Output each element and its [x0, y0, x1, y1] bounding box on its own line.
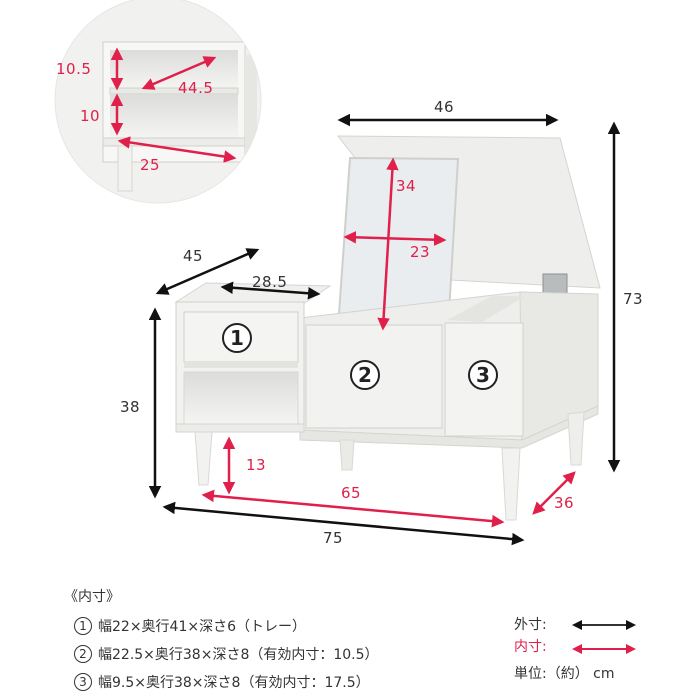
inset-shelf-closeup	[55, 0, 261, 203]
compartment-3-badge: 3	[468, 360, 498, 390]
row-number-badge: 3	[74, 673, 92, 691]
legend-inner: 内寸:	[514, 635, 615, 657]
label-total-height: 73	[623, 290, 644, 308]
legend-inner-label: 内寸:	[514, 639, 547, 655]
label-left-top-width: 28.5	[252, 273, 288, 291]
label-shelf-width: 25	[140, 156, 161, 174]
compartment-1-badge: 1	[222, 323, 252, 353]
dimension-legend: 外寸: 内寸: 単位:（約） cm	[514, 613, 615, 683]
compartment-1-number: 1	[230, 326, 244, 350]
label-inner-width: 65	[341, 484, 362, 502]
label-total-width: 75	[323, 529, 344, 547]
label-shelf-depth: 44.5	[178, 79, 214, 97]
label-body-height: 38	[120, 398, 141, 416]
label-shelf-height-bottom: 10	[80, 107, 101, 125]
inner-size-row: 2 幅22.5×奥行38×深さ8（有効内寸：10.5）	[74, 644, 379, 664]
compartment-3-number: 3	[476, 363, 490, 387]
row-text: 幅9.5×奥行38×深さ8（有効内寸：17.5）	[98, 675, 370, 691]
label-leg-depth: 36	[554, 494, 575, 512]
inner-size-row: 3 幅9.5×奥行38×深さ8（有効内寸：17.5）	[74, 672, 379, 692]
compartment-2-badge: 2	[350, 360, 380, 390]
inner-sizes-title: 《内寸》	[64, 589, 120, 605]
legend-outer-label: 外寸:	[514, 617, 547, 633]
label-shelf-height-top: 10.5	[56, 60, 92, 78]
label-depth-total: 45	[183, 247, 204, 265]
legend-outer: 外寸:	[514, 613, 615, 635]
row-number-badge: 2	[74, 645, 92, 663]
row-number-badge: 1	[74, 617, 92, 635]
legend-unit: 単位:（約） cm	[514, 666, 615, 682]
label-top-width: 46	[434, 98, 455, 116]
row-text: 幅22.5×奥行38×深さ8（有効内寸：10.5）	[98, 647, 379, 663]
inner-sizes-list: 《内寸》 1 幅22×奥行41×深さ6（トレー） 2 幅22.5×奥行38×深さ…	[64, 586, 379, 700]
label-mirror-width: 23	[410, 243, 431, 261]
label-leg-height: 13	[246, 456, 267, 474]
inner-size-row: 1 幅22×奥行41×深さ6（トレー）	[74, 616, 379, 636]
row-text: 幅22×奥行41×深さ6（トレー）	[98, 619, 306, 635]
compartment-2-number: 2	[358, 363, 372, 387]
label-mirror-height: 34	[396, 177, 417, 195]
